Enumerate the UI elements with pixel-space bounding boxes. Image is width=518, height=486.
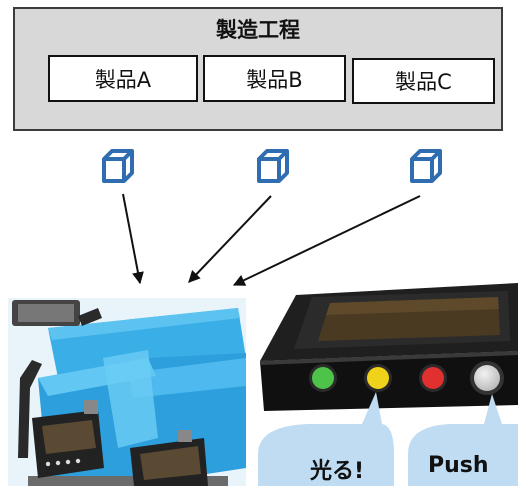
arrow-c bbox=[232, 195, 421, 286]
product-b-box: 製品B bbox=[203, 55, 346, 102]
cube-icon bbox=[102, 149, 134, 183]
bubble-push bbox=[408, 394, 518, 486]
red-led bbox=[422, 367, 444, 389]
arrow-a bbox=[122, 193, 144, 285]
yellow-led bbox=[367, 367, 389, 389]
cube-icon bbox=[410, 149, 442, 183]
parts-bin-photo bbox=[8, 298, 246, 486]
bubble-light bbox=[258, 392, 394, 486]
bubble-light-label: 光る! bbox=[309, 459, 365, 484]
bubble-push-label: Push bbox=[428, 453, 489, 478]
speech-bubbles bbox=[258, 392, 518, 486]
product-a-box: 製品A bbox=[48, 55, 198, 102]
push-button bbox=[474, 365, 500, 391]
indicator-device-photo bbox=[260, 283, 518, 411]
arrow-b bbox=[188, 195, 272, 283]
process-title: 製造工程 bbox=[216, 18, 300, 42]
green-led bbox=[312, 367, 334, 389]
product-c-box: 製品C bbox=[352, 58, 495, 104]
cube-icon bbox=[257, 149, 289, 183]
